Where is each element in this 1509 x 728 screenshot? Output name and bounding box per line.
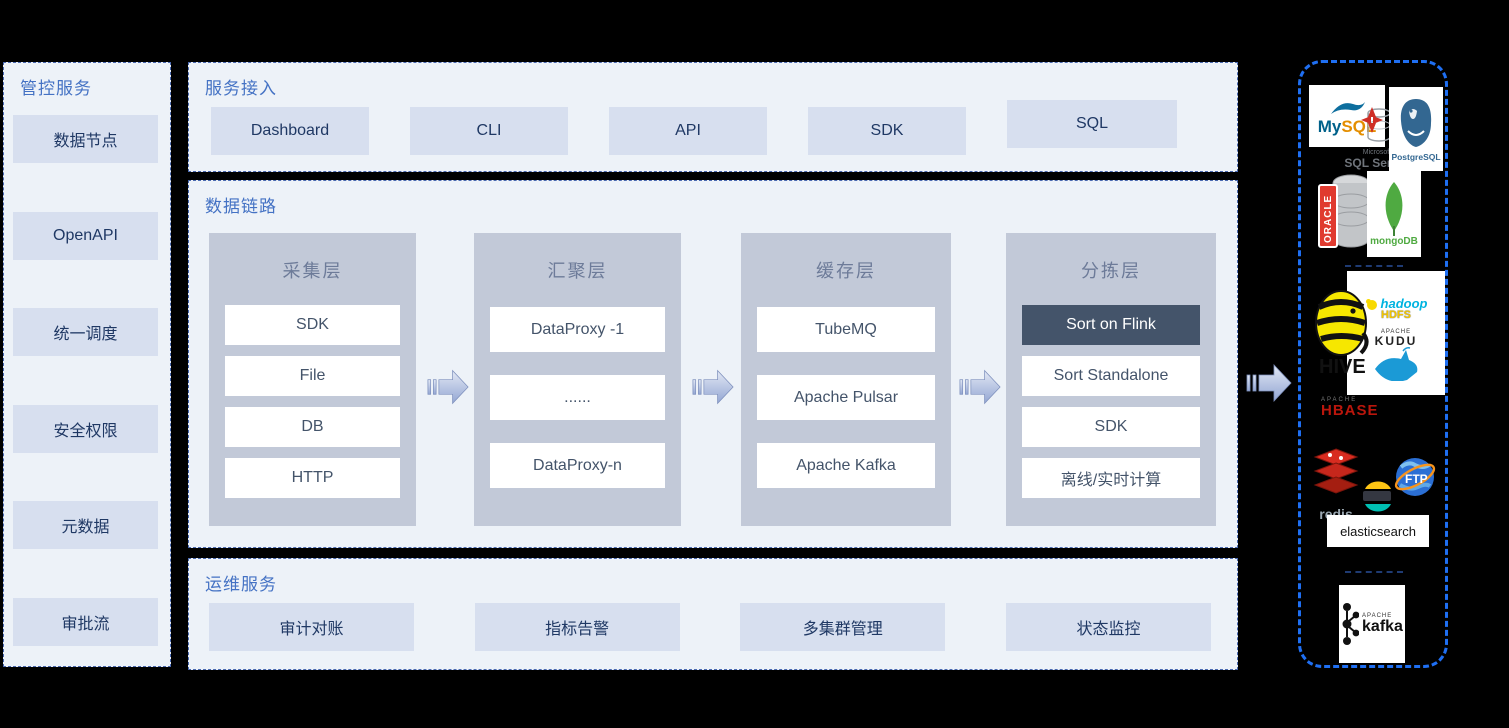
storage-sinks-panel: MySQL Microsoft SQL Server [1298,60,1448,668]
service-access-panel: 服务接入 Dashboard CLI API SDK SQL [188,62,1238,172]
service-access-title: 服务接入 [205,79,277,98]
hbase-logo: APACHE HBASE [1321,397,1379,418]
hive-wordmark: HIVE [1319,356,1366,378]
control-services-panel: 管控服务 数据节点 OpenAPI 统一调度 安全权限 元数据 审批流 [3,62,171,667]
cache-item-tubemq: TubeMQ [757,307,935,352]
postgresql-wordmark: PostgreSQL [1391,151,1441,162]
hbase-wordmark: HBASE [1321,402,1379,419]
kudu-logo: APACHE KUDU [1369,329,1423,386]
elasticsearch-wordmark: elasticsearch [1340,523,1416,539]
access-item-sql: SQL [1007,100,1177,148]
access-item-api: API [609,107,767,155]
elasticsearch-logo: elasticsearch [1327,515,1429,547]
collection-layer-items: SDK File DB HTTP [225,305,400,498]
hadoop-logo: hadoop [1365,296,1428,311]
sorting-layer-items: Sort on Flink Sort Standalone SDK 离线/实时计… [1022,305,1200,498]
collection-item-db: DB [225,407,400,447]
hbase-brand: APACHE [1321,397,1358,403]
hadoop-wordmark: hadoop [1380,296,1428,311]
redis-icon [1313,448,1359,494]
aggregation-layer-title: 汇聚层 [547,261,608,281]
collection-layer-title: 采集层 [282,261,343,281]
kudu-antelope-icon [1375,347,1418,382]
arrow-collection-to-aggregation [427,369,469,405]
ops-services-title: 运维服务 [205,575,277,594]
sidebar-item-unified-scheduling: 统一调度 [13,308,158,357]
kafka-glyph-icon [1342,603,1360,645]
kafka-logo: APACHE kafka [1339,585,1405,663]
mongodb-logo: mongoDB [1367,171,1421,257]
collection-layer-column: 采集层 SDK File DB HTTP [209,233,416,526]
oracle-wordmark: ORACLE [1323,195,1334,243]
data-link-panel: 数据链路 采集层 SDK File DB HTTP 汇聚层 DataProxy … [188,180,1238,548]
oracle-db-icon: ORACLE [1318,174,1370,248]
ftp-logo: FTP [1393,447,1437,511]
sqlserver-sparkle-icon [1361,107,1391,142]
sidebar-item-metadata: 元数据 [13,501,158,550]
ops-item-audit-reconciliation: 审计对账 [209,603,414,651]
kafka-text-block: APACHE kafka [1362,613,1403,635]
aggregation-item-ellipsis: ...... [490,375,665,420]
aggregation-layer-items: DataProxy -1 ...... DataProxy-n [490,307,665,488]
service-access-items: Dashboard CLI API SDK SQL [211,100,1177,155]
elasticsearch-glyph-icon [1363,481,1391,512]
elasticsearch-icon [1361,477,1393,517]
hdfs-wordmark: HDFS [1381,309,1411,321]
collection-item-file: File [225,356,400,396]
ops-services-panel: 运维服务 审计对账 指标告警 多集群管理 状态监控 [188,558,1238,670]
aggregation-item-dataproxy-1: DataProxy -1 [490,307,665,352]
ops-item-metric-alarm: 指标告警 [474,603,680,651]
sorting-layer-title: 分拣层 [1081,261,1141,281]
mongodb-wordmark: mongoDB [1370,235,1418,247]
postgresql-logo: PostgreSQL [1389,87,1443,171]
hive-bee-icon: HIVE [1315,290,1369,378]
sqlserver-icon [1359,103,1393,149]
sorting-item-sort-on-flink: Sort on Flink [1022,305,1200,345]
arrow-to-sinks [1246,363,1292,403]
sidebar-item-security-permission: 安全权限 [13,404,158,453]
mysql-dolphin-icon [1331,101,1365,114]
access-item-sdk: SDK [808,107,966,155]
control-services-items: 数据节点 OpenAPI 统一调度 安全权限 元数据 审批流 [13,115,158,646]
aggregation-layer-column: 汇聚层 DataProxy -1 ...... DataProxy-n [474,233,681,526]
cache-layer-title: 缓存层 [816,261,876,281]
hive-logo: HIVE [1313,285,1371,384]
sorting-layer-column: 分拣层 Sort on Flink Sort Standalone SDK 离线… [1006,233,1216,526]
cache-item-apache-pulsar: Apache Pulsar [757,375,935,420]
control-services-title: 管控服务 [20,79,92,98]
postgresql-elephant-icon [1400,98,1432,147]
kafka-wordmark: kafka [1362,618,1403,635]
ftp-wordmark: FTP [1405,472,1428,486]
sidebar-item-openapi: OpenAPI [13,211,158,260]
aggregation-item-dataproxy-n: DataProxy-n [490,443,665,488]
collection-item-http: HTTP [225,458,400,498]
sorting-item-sort-standalone: Sort Standalone [1022,356,1200,396]
access-item-dashboard: Dashboard [211,107,369,155]
sidebar-item-data-node: 数据节点 [13,115,158,163]
mongodb-leaf-icon [1385,181,1403,236]
sink-separator-1 [1345,265,1403,267]
oracle-logo: ORACLE [1317,171,1373,259]
data-link-title: 数据链路 [205,197,277,216]
access-item-cli: CLI [410,107,568,155]
redis-logo: redis [1313,447,1359,521]
cache-layer-items: TubeMQ Apache Pulsar Apache Kafka [757,307,935,488]
cache-item-apache-kafka: Apache Kafka [757,443,935,488]
sorting-item-offline-realtime-compute: 离线/实时计算 [1022,458,1200,498]
kudu-brand: APACHE [1380,329,1412,335]
kafka-brand: APACHE [1362,613,1393,619]
sidebar-item-approval-flow: 审批流 [13,597,158,646]
ftp-globe-icon: FTP [1394,458,1436,496]
cache-layer-column: 缓存层 TubeMQ Apache Pulsar Apache Kafka [741,233,951,526]
arrow-cache-to-sort [959,369,1001,405]
ops-item-multi-cluster-management: 多集群管理 [740,603,946,651]
ops-item-status-monitoring: 状态监控 [1005,603,1211,651]
ops-services-items: 审计对账 指标告警 多集群管理 状态监控 [209,603,1211,651]
sink-separator-2 [1345,571,1403,573]
kudu-wordmark: KUDU [1374,334,1418,348]
hadoop-elephant-icon [1365,298,1377,310]
collection-item-sdk: SDK [225,305,400,345]
arrow-aggregation-to-cache [692,369,734,405]
sorting-item-sdk: SDK [1022,407,1200,447]
